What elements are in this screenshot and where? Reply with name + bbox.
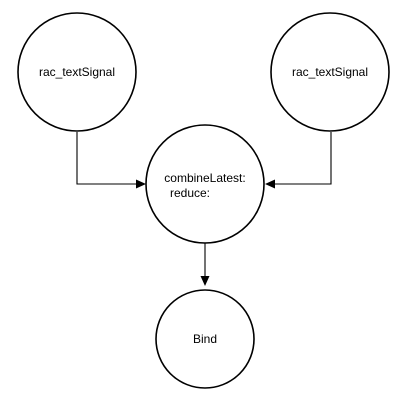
node-right-rac-text-signal: rac_textSignal [270,12,390,132]
edge-left-signal-to-combine [76,132,146,189]
node-bind: Bind [155,289,255,389]
node-combine-latest-reduce: combineLatest: reduce: [145,124,265,244]
node-circle [270,12,390,132]
node-left-rac-text-signal: rac_textSignal [17,12,137,132]
node-label: rac_textSignal [39,65,115,79]
node-circle [145,124,265,244]
edge-combine-to-bind [200,243,210,286]
node-label-line-2: reduce: [170,186,210,200]
node-label: Bind [193,332,217,346]
node-circle [17,12,137,132]
edge-right-signal-to-combine [265,132,332,189]
node-label-line-1: combineLatest: [164,171,245,185]
node-label: rac_textSignal [292,65,368,79]
node-circle [155,289,255,389]
